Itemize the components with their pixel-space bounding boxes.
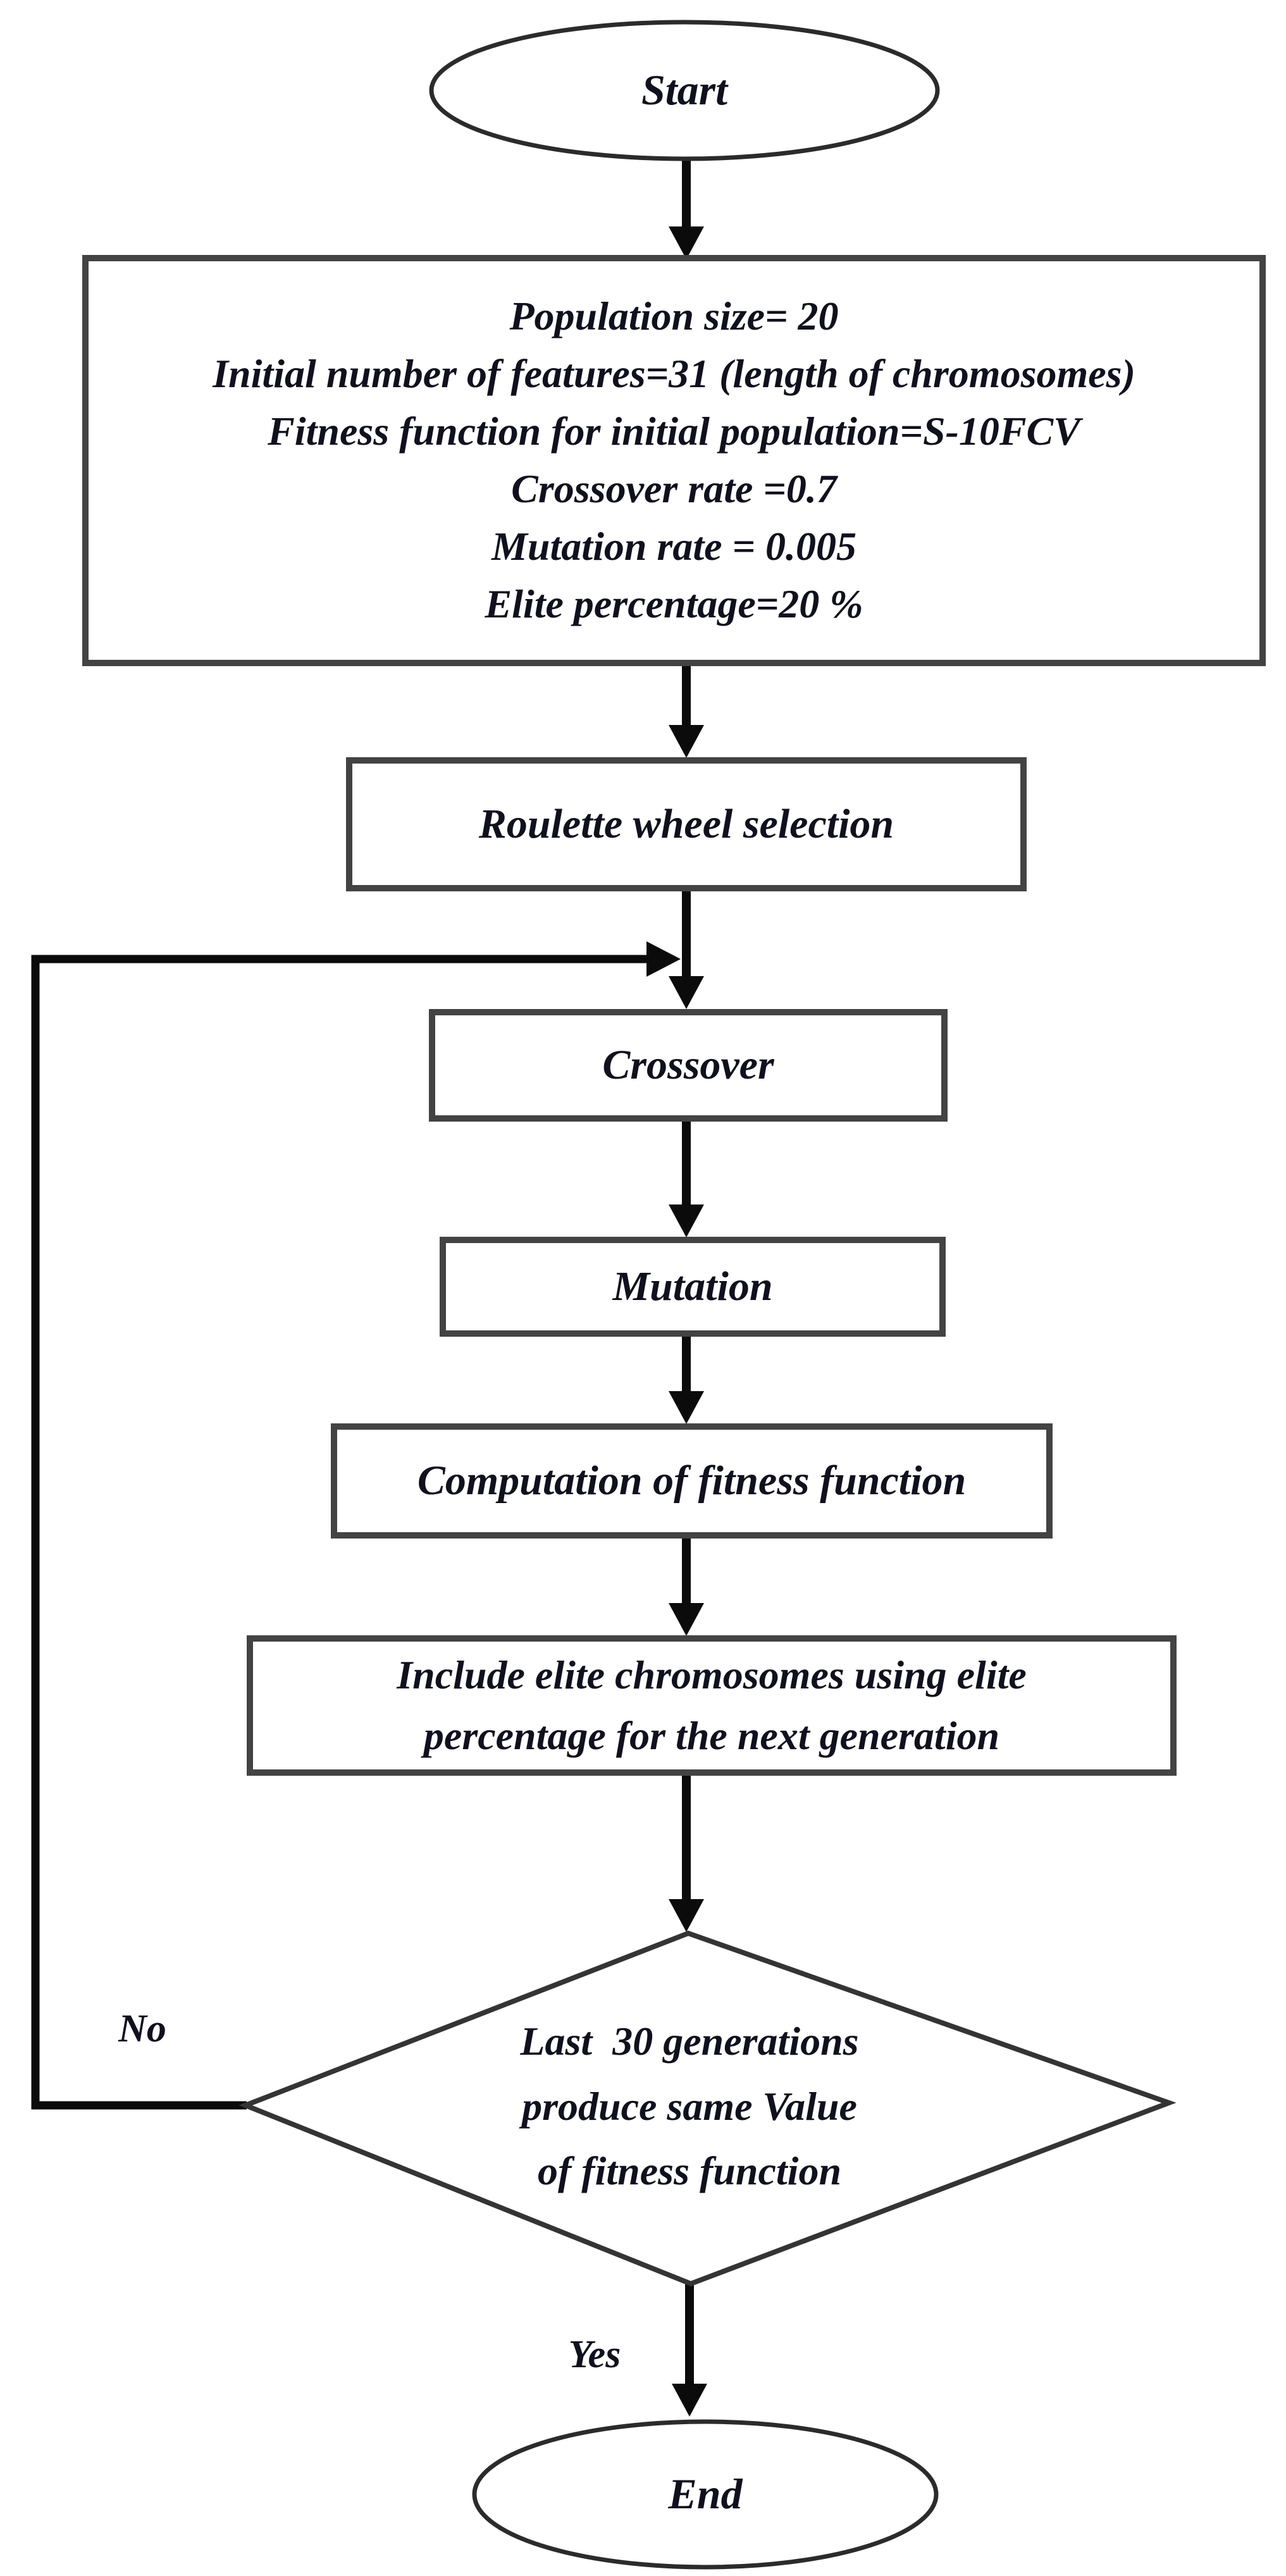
crossover-box — [429, 1009, 948, 1122]
loop-no-path — [31, 955, 646, 2110]
edge-label-yes: Yes — [568, 2333, 621, 2377]
arrowhead-crossover-to-mutation — [669, 1204, 704, 1237]
mutation-label: Mutation — [612, 1263, 773, 1310]
init-params-label: Population size= 20 Initial number of fe… — [213, 294, 1135, 626]
fitness-box — [331, 1423, 1053, 1539]
arrowhead-start-to-init — [669, 226, 704, 259]
elite-box — [247, 1635, 1177, 1776]
end-label: End — [668, 2470, 743, 2518]
crossover-label: Crossover — [602, 1042, 774, 1089]
selection-box — [346, 757, 1027, 891]
arrowhead-elite-to-decision — [669, 1899, 704, 1932]
mutation-box — [440, 1237, 946, 1337]
selection-label: Roulette wheel selection — [478, 801, 894, 848]
arrowhead-mutation-to-fitness — [669, 1391, 704, 1424]
elite-label: Include elite chromosomes using elite pe… — [397, 1652, 1027, 1758]
start-terminator-shape — [429, 20, 940, 161]
arrowhead-decision-to-end — [672, 2384, 707, 2417]
edge-label-no: No — [118, 2007, 166, 2051]
decision-diamond — [238, 1930, 1177, 2287]
decision-label: Last 30 generations produce same Value o… — [520, 2019, 859, 2194]
init-params-box — [82, 255, 1266, 666]
arrowhead-fitness-to-elite — [669, 1603, 704, 1636]
end-terminator-shape — [472, 2419, 939, 2570]
start-label: Start — [641, 66, 728, 115]
fitness-label: Computation of fitness function — [417, 1458, 967, 1504]
arrowhead-init-to-selection — [669, 725, 704, 758]
arrowhead-loop-no — [646, 941, 681, 977]
arrowhead-selection-to-crossover — [669, 976, 704, 1009]
